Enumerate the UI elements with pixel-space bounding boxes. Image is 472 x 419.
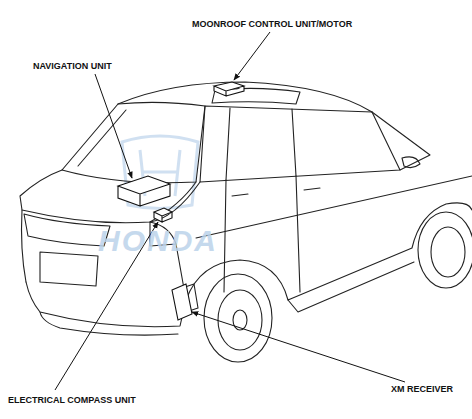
part-label: NAVIGATION UNIT [33,62,112,71]
components [118,82,244,320]
moonroof-unit [214,82,244,96]
watermark: HONDA [98,226,218,256]
leader-lines [55,32,405,390]
xm-receiver [172,284,192,320]
compass-unit [154,208,172,222]
part-label: XM RECEIVER [391,385,453,394]
part-label: MOONROOF CONTROL UNIT/MOTOR [192,20,352,29]
navigation-unit [118,176,170,206]
part-label: ELECTRICAL COMPASS UNIT [8,396,136,405]
car-body [20,82,472,362]
